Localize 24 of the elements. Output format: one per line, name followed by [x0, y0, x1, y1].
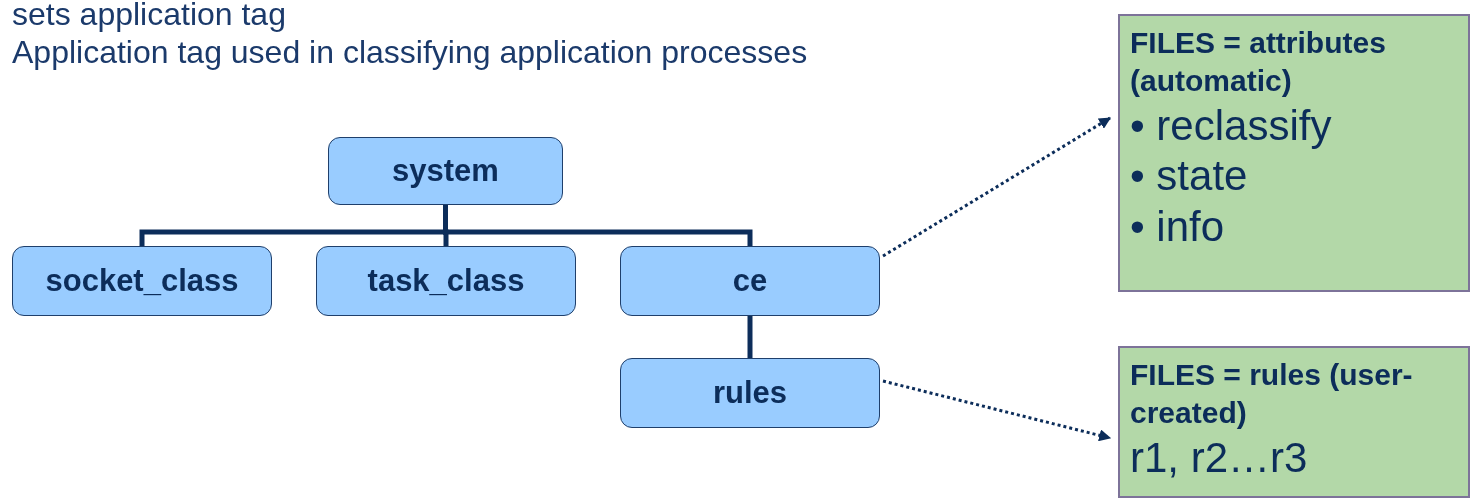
- category-box: [12, 246, 272, 316]
- heading-text: Application tag used in classifying application processes: [12, 34, 808, 71]
- node-label: socket_class: [45, 263, 239, 299]
- category-box: [328, 137, 563, 205]
- node-label: ce: [732, 263, 768, 299]
- note-box: [1118, 14, 1470, 292]
- note-text: r1, r2…r3: [1130, 433, 1309, 483]
- note-heading: FILES = attributes (automatic): [1130, 25, 1387, 99]
- category-box: [620, 246, 880, 316]
- node-label: task_class: [367, 263, 525, 299]
- heading-text: sets application tag: [12, 0, 286, 33]
- note-box: [1118, 346, 1470, 498]
- connector-line: [443, 205, 753, 246]
- category-box: [316, 246, 576, 316]
- node-label: system: [392, 153, 499, 189]
- dotted-arrow: [882, 116, 1112, 258]
- bullet-item: • state: [1130, 151, 1249, 202]
- category-box: [620, 358, 880, 428]
- bullet-item: • reclassify: [1130, 101, 1333, 151]
- bullet-item: • info: [1130, 201, 1226, 252]
- note-heading: FILES = rules (user-created): [1130, 357, 1414, 431]
- connector-line: [747, 316, 753, 358]
- node-label: rules: [712, 375, 788, 411]
- dotted-arrow: [882, 379, 1112, 442]
